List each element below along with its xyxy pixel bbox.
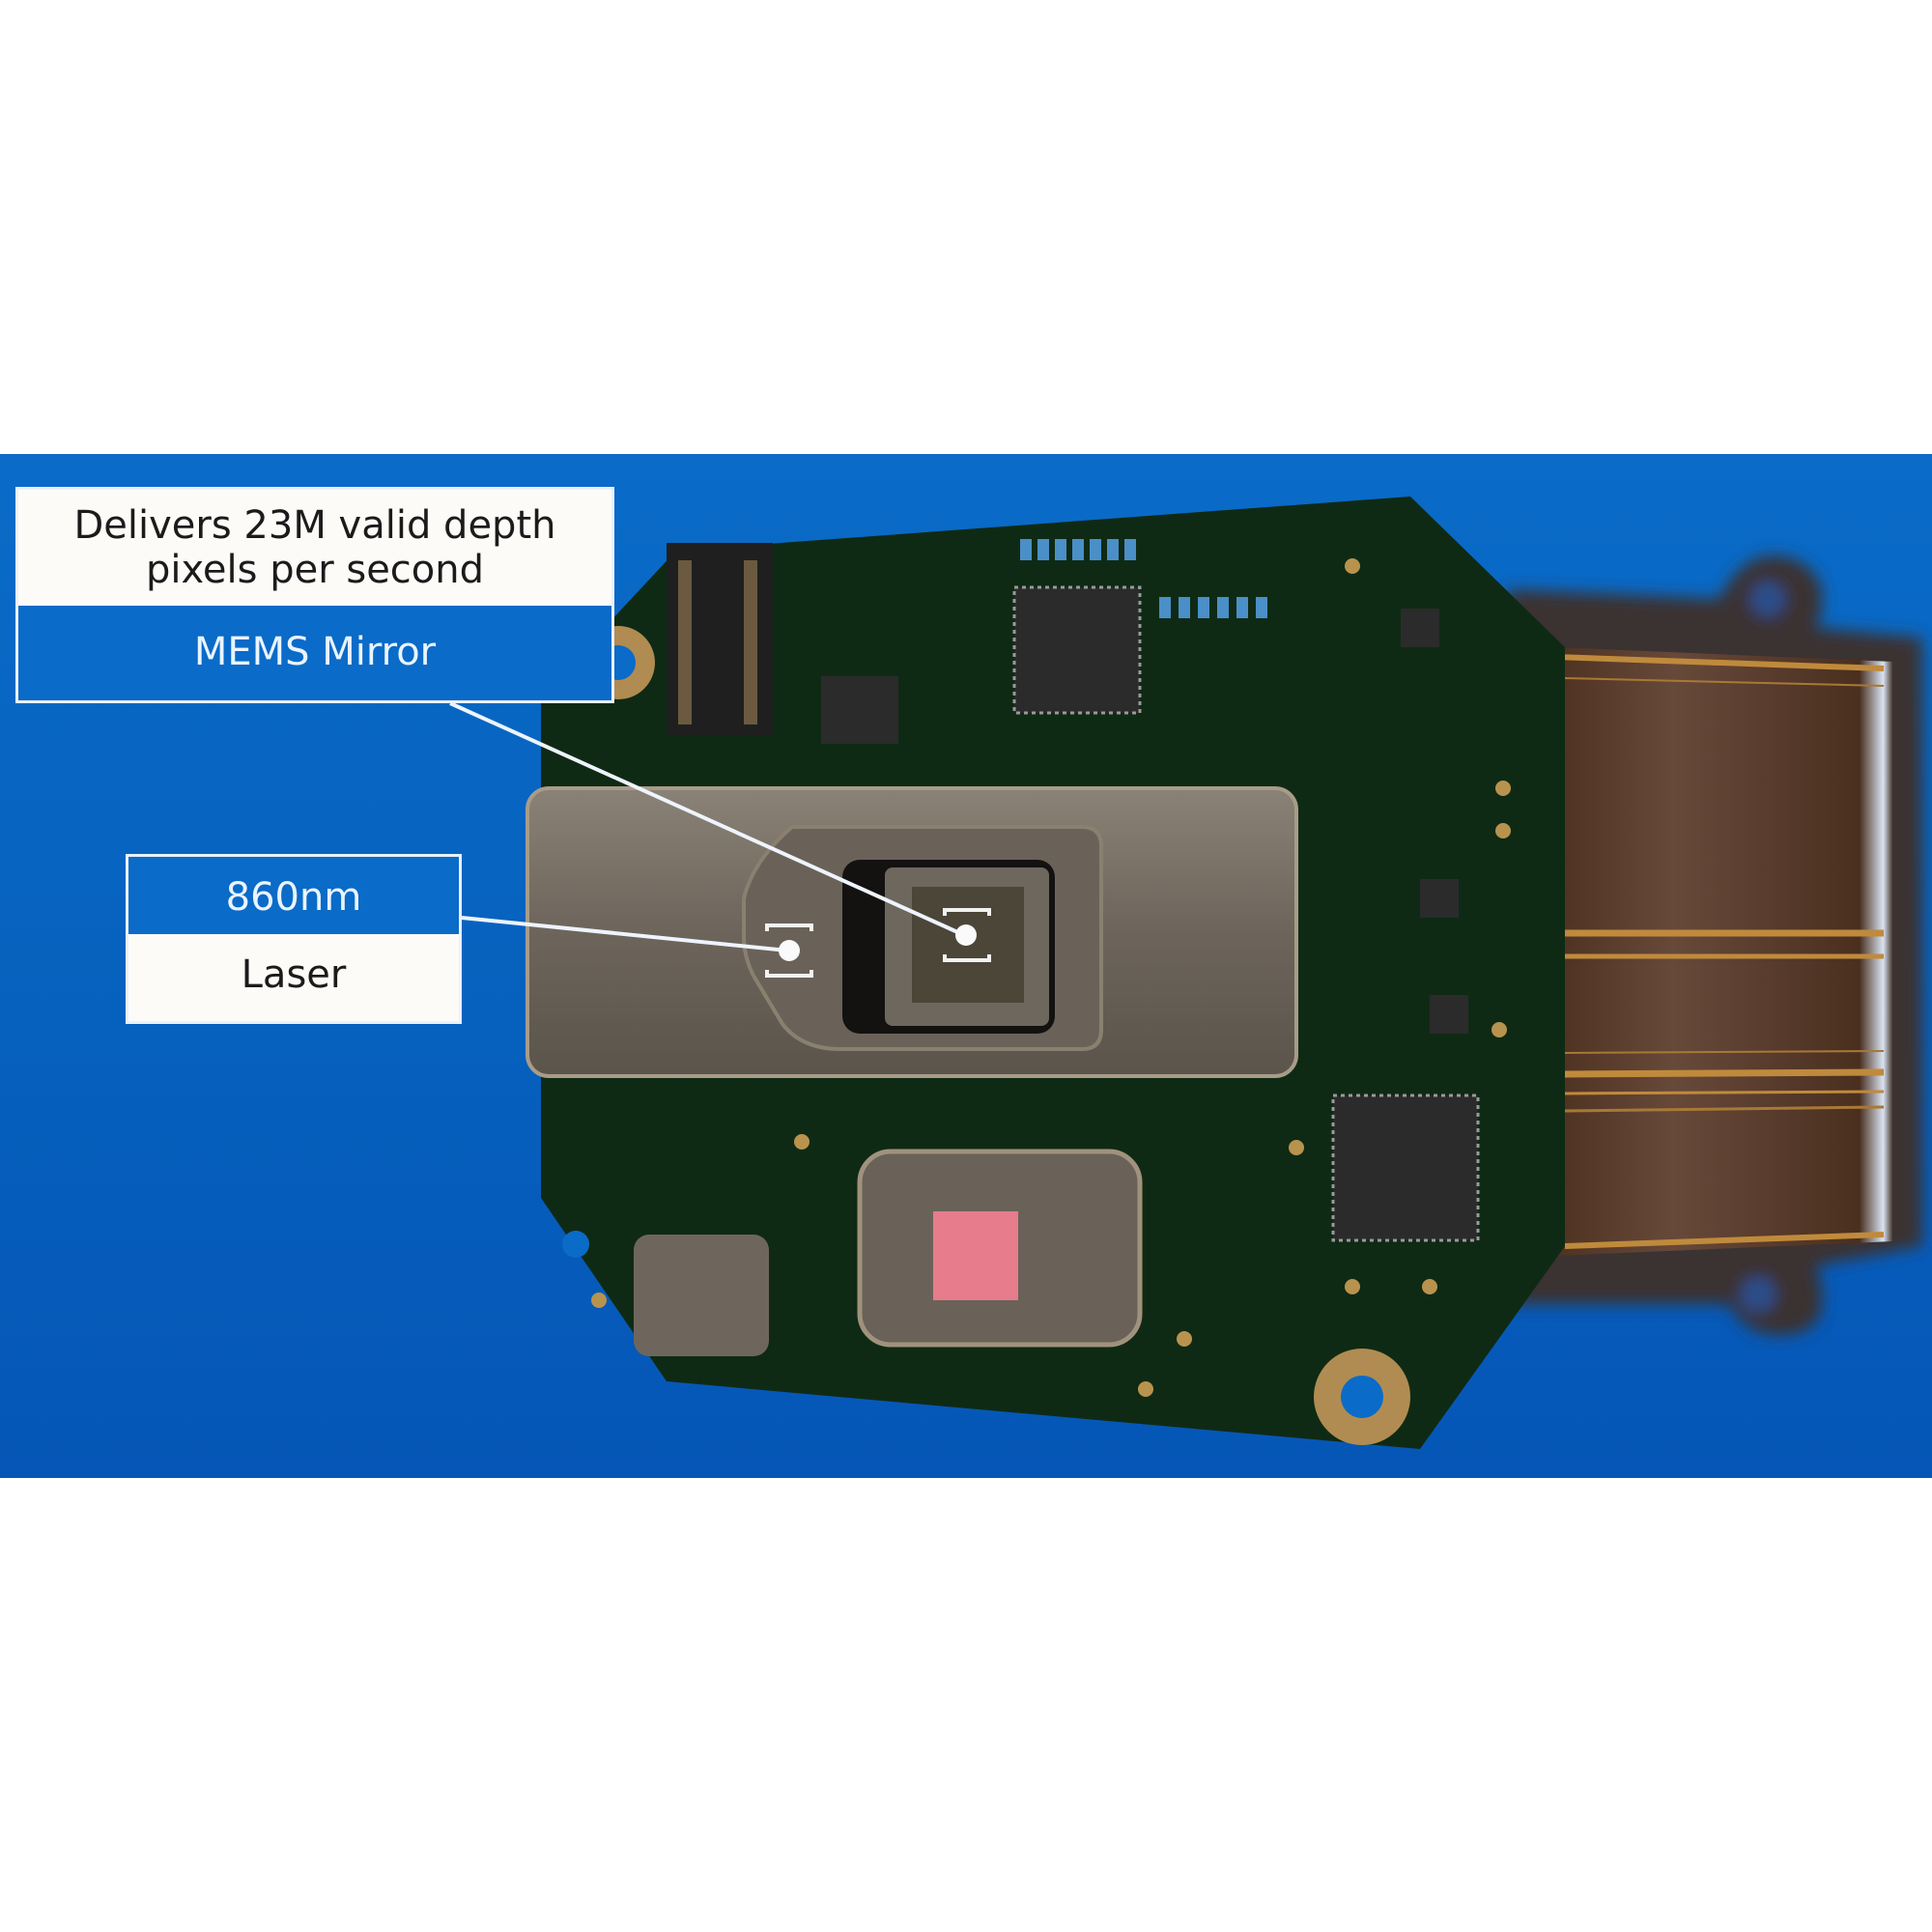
depth-pixels-description: Delivers 23M valid depth pixels per seco…: [18, 490, 611, 606]
image-sensor-module: [857, 1149, 1143, 1348]
mems-mirror-label: MEMS Mirror: [18, 606, 611, 700]
wavelength-label: 860nm: [128, 857, 459, 934]
pcb-render: [449, 497, 1922, 1449]
flex-cable: [1554, 647, 1893, 1256]
callout-leaders: [449, 701, 965, 952]
product-render-stage: Delivers 23M valid depth pixels per seco…: [0, 454, 1932, 1478]
laser-target: [765, 923, 813, 978]
laser-label: Laser: [128, 934, 459, 1021]
laser-callout: 860nm Laser: [126, 854, 462, 1024]
mems-mirror-callout: Delivers 23M valid depth pixels per seco…: [15, 487, 614, 703]
mems-mirror-target: [943, 908, 991, 962]
laser-mems-module: [526, 786, 1298, 1078]
description-line-2: pixels per second: [145, 548, 485, 592]
description-line-1: Delivers 23M valid depth: [73, 503, 556, 548]
